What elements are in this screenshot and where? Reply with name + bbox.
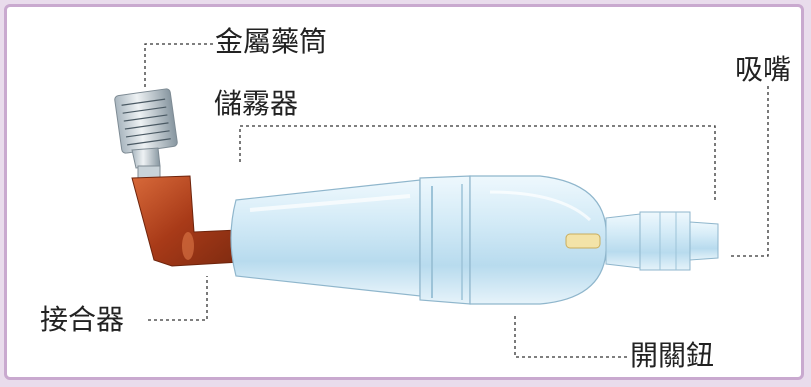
valve (565, 233, 601, 249)
leader-spacer (239, 125, 716, 202)
leader-adapter (148, 276, 208, 321)
leader-valve (514, 316, 630, 358)
leader-mouthpiece (728, 86, 769, 257)
spacer-chamber (230, 175, 607, 305)
adapter (131, 175, 241, 267)
label-canister: 金屬藥筒 (215, 25, 328, 58)
label-mouthpiece: 吸嘴 (735, 53, 792, 86)
metal-canister (114, 88, 178, 181)
mouthpiece (605, 211, 719, 271)
label-adapter: 接合器 (40, 303, 125, 336)
label-valve: 開關鈕 (630, 339, 715, 372)
leader-canister (144, 43, 213, 88)
label-spacer: 儲霧器 (214, 87, 299, 120)
